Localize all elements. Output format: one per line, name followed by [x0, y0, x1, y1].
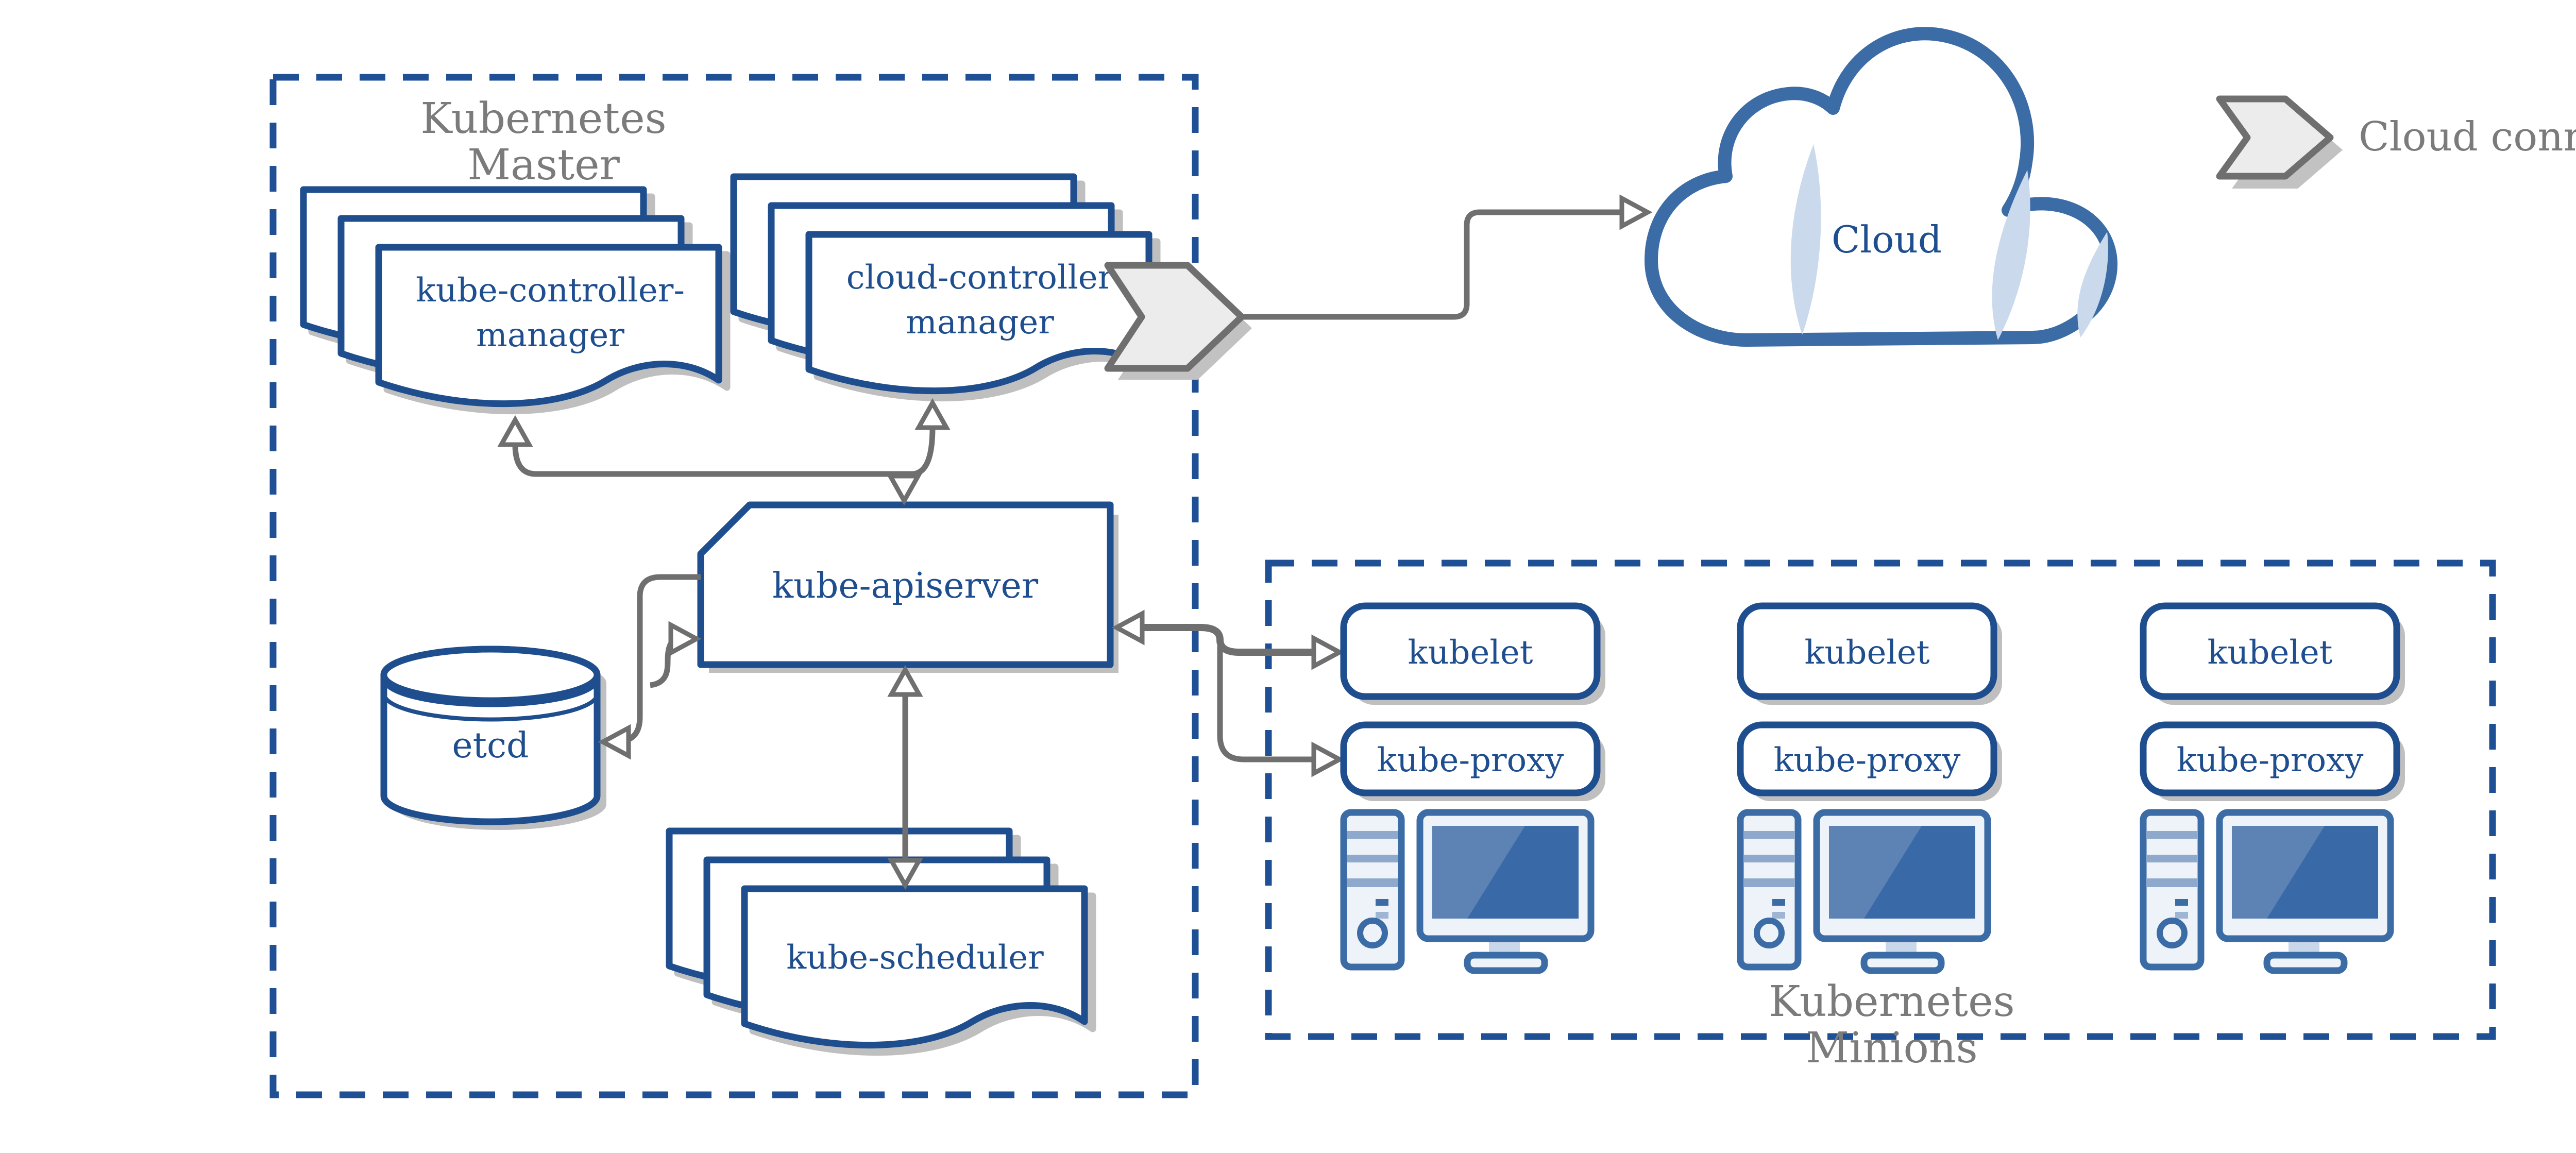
minion-node-2: kubelet kube-proxy [1737, 602, 2002, 971]
legend-cloud-connector-label: Cloud connector [2359, 114, 2576, 160]
legend-cloud-connector-icon [2216, 95, 2334, 180]
arrowhead-up-kube-controller-manager [497, 415, 533, 447]
kube-proxy-box [2140, 721, 2400, 796]
legend-group: Cloud connector [2216, 95, 2576, 189]
kubelet-box [2140, 602, 2400, 700]
master-title-line1: Kubernetes [420, 94, 666, 143]
arrowhead-down-kube-apiserver [886, 473, 922, 506]
minion-node-1: kubelet kube-proxy [1340, 602, 1605, 971]
arrow-etcd-apiserver [649, 621, 702, 688]
cloud-label: Cloud [1832, 218, 1942, 261]
cloud-highlight [2077, 232, 2108, 337]
kube-proxy-box [1340, 721, 1601, 796]
cloud-connector-shape [1104, 262, 1252, 380]
kubelet-box [1340, 602, 1601, 700]
arrowhead-left-etcd [598, 724, 631, 760]
etcd-shape: etcd [380, 646, 606, 830]
cloud-controller-manager-label-line2: manager [906, 303, 1054, 342]
arrowhead-up-cloud-controller-manager [914, 398, 951, 430]
kube-proxy-label: kube-proxy [2177, 741, 2364, 779]
kube-controller-manager-label-line1: kube-controller- [416, 272, 685, 310]
minions-dashed-border [1265, 559, 2496, 1040]
minion-node-3: kubelet kube-proxy [2140, 602, 2405, 971]
master-title-line2: Master [467, 141, 620, 190]
arrowhead-left-apiserver [1111, 609, 1145, 646]
arrow-apiserver-kubelet [1111, 609, 1345, 670]
arrowhead-down-scheduler [887, 858, 923, 890]
arrowhead-up-apiserver [887, 665, 923, 697]
kube-apiserver-card [697, 501, 1114, 668]
kubernetes-master-group: Kubernetes Master kube-controller- manag… [269, 74, 1199, 1098]
kubelet-label: kubelet [1408, 634, 1533, 672]
cloud-group: Cloud [1645, 27, 2118, 347]
cloud-highlight [1992, 170, 2030, 340]
cloud-connector-icon [1104, 262, 1245, 372]
etcd-label: etcd [452, 725, 529, 766]
arrowhead-right-kube-proxy [1311, 741, 1345, 777]
kubelet-label: kubelet [1805, 634, 1930, 672]
kube-scheduler-label: kube-scheduler [786, 939, 1044, 977]
arrowhead-right-apiserver [668, 621, 702, 657]
kubernetes-minions-group: kubelet kube-proxy kubelet kube-proxy ku… [1111, 559, 2496, 1073]
kube-apiserver-label: kube-apiserver [772, 566, 1039, 606]
kube-proxy-box [1737, 721, 1997, 796]
arrow-apiserver-scheduler [887, 665, 923, 890]
arrow-apiserver-etcd [598, 574, 701, 760]
arrow-master-cloud [1242, 194, 1653, 320]
cloud-controller-manager-label-line1: cloud-controller [846, 259, 1114, 297]
minions-title-line2: Minions [1806, 1024, 1978, 1073]
kube-apiserver-shape: kube-apiserver [697, 501, 1118, 673]
arrowhead-right-kubelet [1311, 634, 1345, 670]
kubelet-box [1737, 602, 1997, 700]
arrow-apiserver-kube-proxy [1217, 646, 1345, 777]
master-dashed-border [269, 74, 1199, 1098]
kubelet-label: kubelet [2208, 634, 2333, 672]
minions-title-line1: Kubernetes [1769, 977, 2014, 1026]
arrow-controllers-apiserver [497, 398, 951, 506]
kube-proxy-label: kube-proxy [1774, 741, 1961, 779]
kube-controller-manager-label-line2: manager [476, 316, 624, 354]
cloud-controller-manager-shape: cloud-controller manager [734, 177, 1157, 398]
kube-controller-manager-shape: kube-controller- manager [303, 190, 727, 411]
cloud-highlight [1790, 144, 1821, 335]
kube-scheduler-shape: kube-scheduler [669, 831, 1093, 1053]
kube-proxy-label: kube-proxy [1377, 741, 1564, 779]
arrowhead-right-cloud [1619, 194, 1653, 230]
